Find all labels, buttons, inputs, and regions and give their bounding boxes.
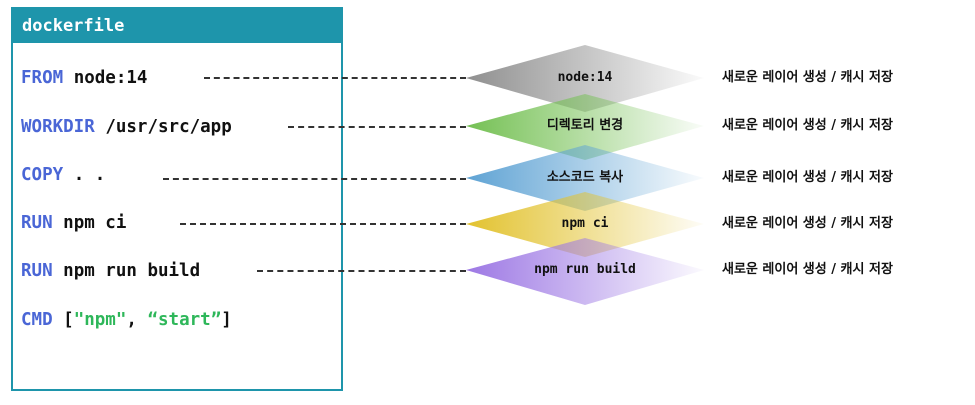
keyword: RUN xyxy=(21,261,53,281)
keyword: COPY xyxy=(21,165,64,185)
cmd-string-start: “start” xyxy=(147,310,222,330)
layer-note: 새로운 레이어 생성 / 캐시 저장 xyxy=(722,70,893,85)
instruction-copy: COPY . . xyxy=(21,163,105,187)
layer-label: 소스코드 복사 xyxy=(546,170,624,185)
instruction-args: node:14 xyxy=(73,68,148,88)
layer-diamond-copy xyxy=(466,145,704,211)
instruction-args: /usr/src/app xyxy=(105,117,232,137)
dockerfile-card: dockerfile xyxy=(11,7,343,391)
keyword: RUN xyxy=(21,213,53,233)
connector-line xyxy=(180,223,466,225)
cmd-close-bracket: ] xyxy=(221,310,232,330)
cmd-open-bracket: [ xyxy=(63,310,74,330)
instruction-run-ci: RUN npm ci xyxy=(21,211,126,235)
connector-line xyxy=(163,178,466,180)
keyword: WORKDIR xyxy=(21,117,95,137)
keyword: CMD xyxy=(21,310,53,330)
connector-line xyxy=(257,270,466,272)
layer-note: 새로운 레이어 생성 / 캐시 저장 xyxy=(722,262,893,277)
instruction-cmd: CMD ["npm", “start”] xyxy=(21,308,232,332)
instruction-run-build: RUN npm run build xyxy=(21,259,200,283)
layer-label: npm ci xyxy=(561,216,609,231)
cmd-separator: , xyxy=(126,310,137,330)
layer-label: node:14 xyxy=(557,70,613,85)
layer-diamond-build xyxy=(466,238,704,305)
layer-label: npm run build xyxy=(534,262,636,277)
cmd-string-npm: "npm" xyxy=(73,310,127,330)
keyword: FROM xyxy=(21,68,64,88)
card-title: dockerfile xyxy=(13,9,341,43)
instruction-workdir: WORKDIR /usr/src/app xyxy=(21,115,232,139)
layer-note: 새로운 레이어 생성 / 캐시 저장 xyxy=(722,216,893,231)
layer-diamond-node xyxy=(466,45,704,112)
layer-label: 디렉토리 변경 xyxy=(546,118,624,133)
instruction-args: npm run build xyxy=(63,261,201,281)
instruction-args: . . xyxy=(73,165,106,185)
layer-diamond-npm-ci xyxy=(466,192,704,257)
layer-note: 새로운 레이어 생성 / 캐시 저장 xyxy=(722,170,893,185)
instruction-from: FROM node:14 xyxy=(21,66,147,90)
connector-line xyxy=(288,126,466,128)
instruction-args: npm ci xyxy=(63,213,127,233)
connector-line xyxy=(204,77,466,79)
layer-note: 새로운 레이어 생성 / 캐시 저장 xyxy=(722,118,893,133)
layer-diamond-workdir xyxy=(466,94,704,160)
